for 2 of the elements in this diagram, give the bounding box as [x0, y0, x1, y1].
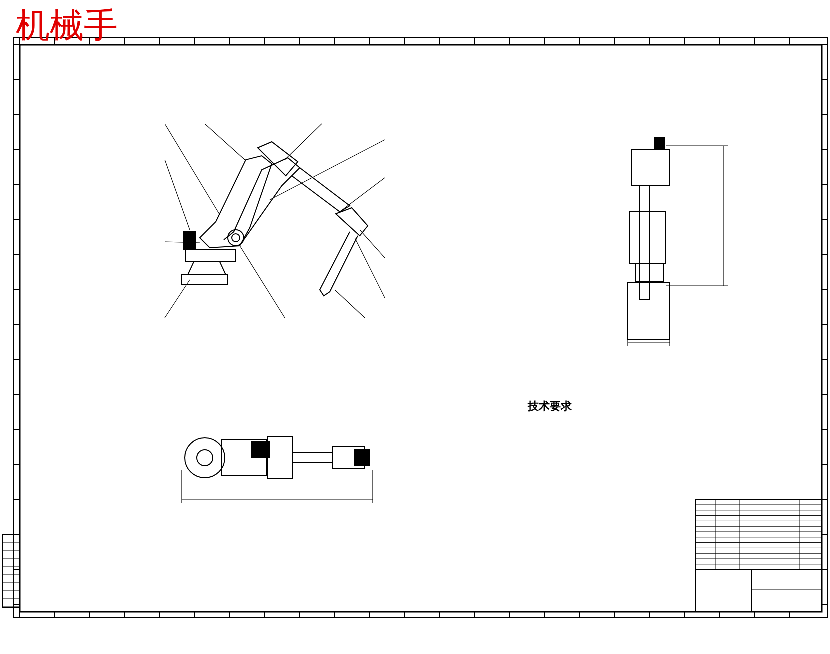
notes-heading: 技术要求 — [528, 401, 572, 412]
drawing-title: 机械手 — [16, 10, 118, 44]
